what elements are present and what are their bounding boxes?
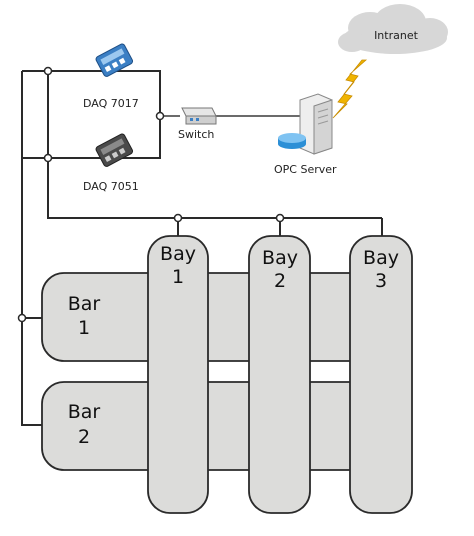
switch-label: Switch bbox=[178, 128, 214, 141]
network-switch-icon bbox=[181, 107, 217, 125]
daq-7051-label: DAQ 7051 bbox=[83, 180, 139, 193]
bay-2-shape bbox=[248, 235, 311, 514]
opc-server-label: OPC Server bbox=[274, 163, 337, 176]
bar-2-label: Bar bbox=[68, 401, 101, 423]
bar-1-number: 1 bbox=[78, 317, 90, 339]
cloud-label: Intranet bbox=[374, 29, 419, 42]
daq-module-icon bbox=[95, 133, 134, 167]
lightning-icon bbox=[332, 59, 368, 119]
bay-2-label: Bay bbox=[262, 247, 298, 269]
bay-1-number: 1 bbox=[172, 266, 184, 288]
bay-1-shape bbox=[147, 235, 209, 514]
bay-3-number: 3 bbox=[375, 270, 387, 292]
bar-1-label: Bar bbox=[68, 293, 101, 315]
bay-3-shape bbox=[349, 235, 413, 514]
bay-3-label: Bay bbox=[363, 247, 399, 269]
bar-2-number: 2 bbox=[78, 426, 90, 448]
bay-1-label: Bay bbox=[160, 243, 196, 265]
server-icon bbox=[278, 93, 333, 155]
bay-2-number: 2 bbox=[274, 270, 286, 292]
daq-7017-label: DAQ 7017 bbox=[83, 97, 139, 110]
cloud-icon bbox=[338, 4, 448, 54]
daq-module-icon bbox=[95, 43, 134, 77]
junctions bbox=[17, 66, 285, 323]
